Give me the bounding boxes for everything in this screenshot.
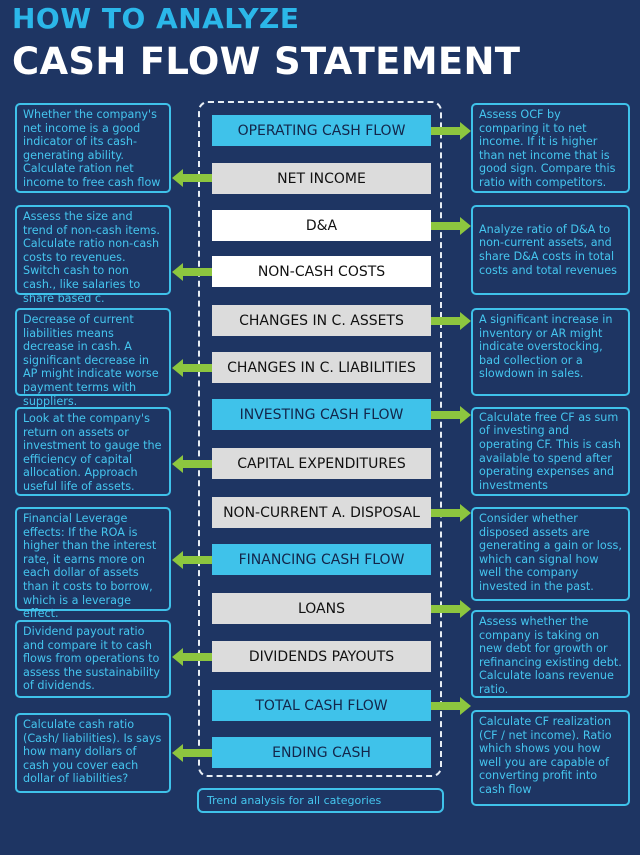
item-d-a: D&A [212,210,431,241]
item-net-income: NET INCOME [212,163,431,194]
left-note: Look at the company's return on assets o… [15,407,171,496]
trend-analysis-note: Trend analysis for all categories [197,788,444,813]
item-total-cash-flow: TOTAL CASH FLOW [212,690,431,721]
right-note: Consider whether disposed assets are gen… [471,507,630,601]
item-changes-in-c-assets: CHANGES IN C. ASSETS [212,305,431,336]
title-line-1: HOW TO ANALYZE [12,2,300,35]
right-note: Calculate free CF as sum of investing an… [471,407,630,496]
arrow-right-icon [431,122,471,140]
right-note: Calculate CF realization (CF / net incom… [471,710,630,806]
item-changes-in-c-liabilities: CHANGES IN C. LIABILITIES [212,352,431,383]
left-note: Calculate cash ratio (Cash/ liabilities)… [15,713,171,793]
item-loans: LOANS [212,593,431,624]
arrow-right-icon [431,217,471,235]
arrow-right-icon [431,312,471,330]
arrow-left-icon [172,648,212,666]
arrow-left-icon [172,169,212,187]
left-note: Assess the size and trend of non-cash it… [15,205,171,305]
statement-frame [198,101,442,777]
arrow-left-icon [172,359,212,377]
right-note: A significant increase in inventory or A… [471,308,630,396]
arrow-left-icon [172,263,212,281]
left-note: Decrease of current liabilities means de… [15,308,171,408]
title-line-2: CASH FLOW STATEMENT [12,40,521,83]
item-financing-cash-flow: FINANCING CASH FLOW [212,544,431,575]
item-non-current-a-disposal: NON-CURRENT A. DISPOSAL [212,497,431,528]
arrow-right-icon [431,600,471,618]
item-ending-cash: ENDING CASH [212,737,431,768]
left-note: Whether the company's net income is a go… [15,103,171,193]
item-capital-expenditures: CAPITAL EXPENDITURES [212,448,431,479]
arrow-right-icon [431,406,471,424]
arrow-right-icon [431,504,471,522]
left-note: Dividend payout ratio and compare it to … [15,620,171,698]
item-operating-cash-flow: OPERATING CASH FLOW [212,115,431,146]
left-note: Financial Leverage effects: If the ROA i… [15,507,171,620]
arrow-left-icon [172,455,212,473]
arrow-left-icon [172,744,212,762]
arrow-left-icon [172,551,212,569]
item-non-cash-costs: NON-CASH COSTS [212,256,431,287]
arrow-right-icon [431,697,471,715]
right-note: Analyze ratio of D&A to non-current asse… [471,205,630,295]
item-investing-cash-flow: INVESTING CASH FLOW [212,399,431,430]
right-note: Assess whether the company is taking on … [471,610,630,698]
right-note: Assess OCF by comparing it to net income… [471,103,630,193]
item-dividends-payouts: DIVIDENDS PAYOUTS [212,641,431,672]
